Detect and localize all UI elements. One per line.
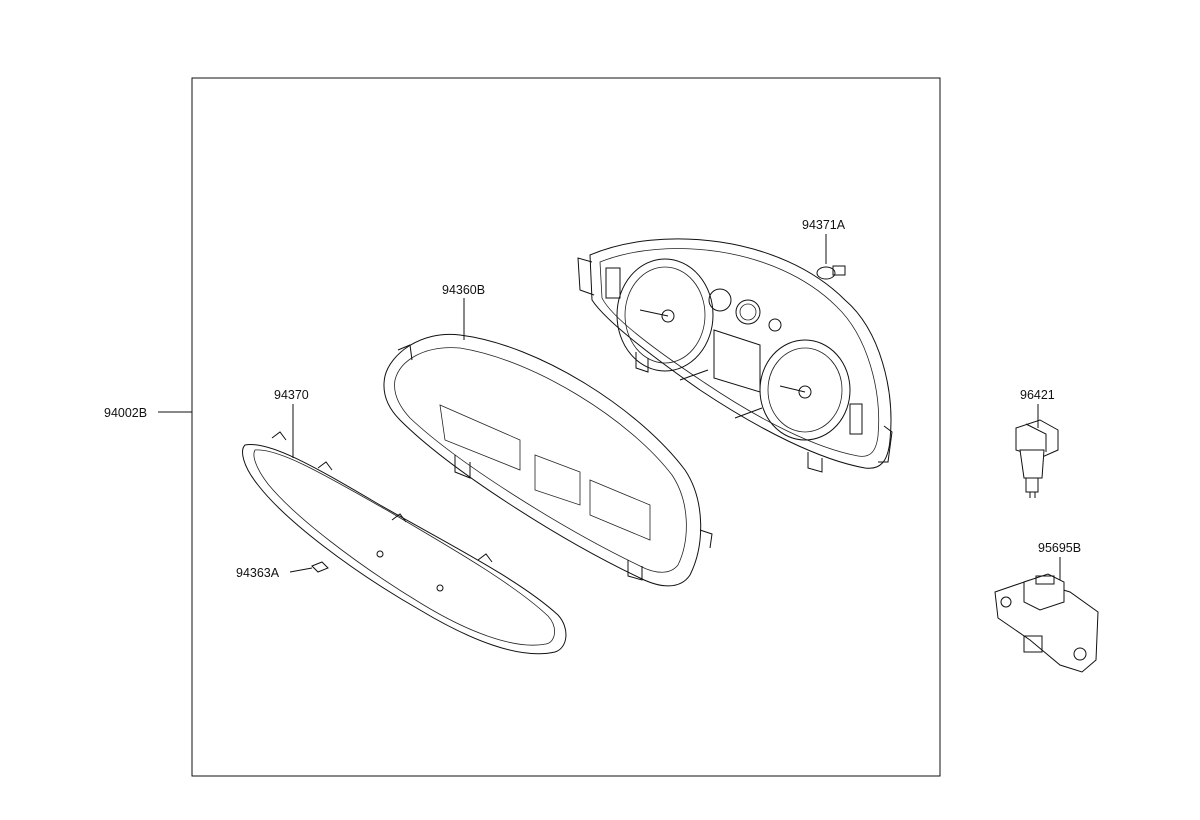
leader-94363A [289,567,313,573]
label-94371A[interactable]: 94371A [802,218,846,232]
label-94370[interactable]: 94370 [274,388,309,402]
clip-drawing [311,561,329,573]
lens-drawing [242,431,567,655]
sensor-module-drawing [994,573,1099,673]
label-96421[interactable]: 96421 [1020,388,1055,402]
assembly-frame [191,77,941,777]
speed-sensor-drawing [1015,419,1059,498]
label-95695B[interactable]: 95695B [1038,541,1081,555]
cluster-case-drawing [383,333,713,587]
label-94363A[interactable]: 94363A [236,566,280,580]
bulb-drawing [816,265,846,280]
label-94002B[interactable]: 94002B [104,406,147,420]
cluster-housing-drawing [577,238,893,473]
label-94360B[interactable]: 94360B [442,283,485,297]
